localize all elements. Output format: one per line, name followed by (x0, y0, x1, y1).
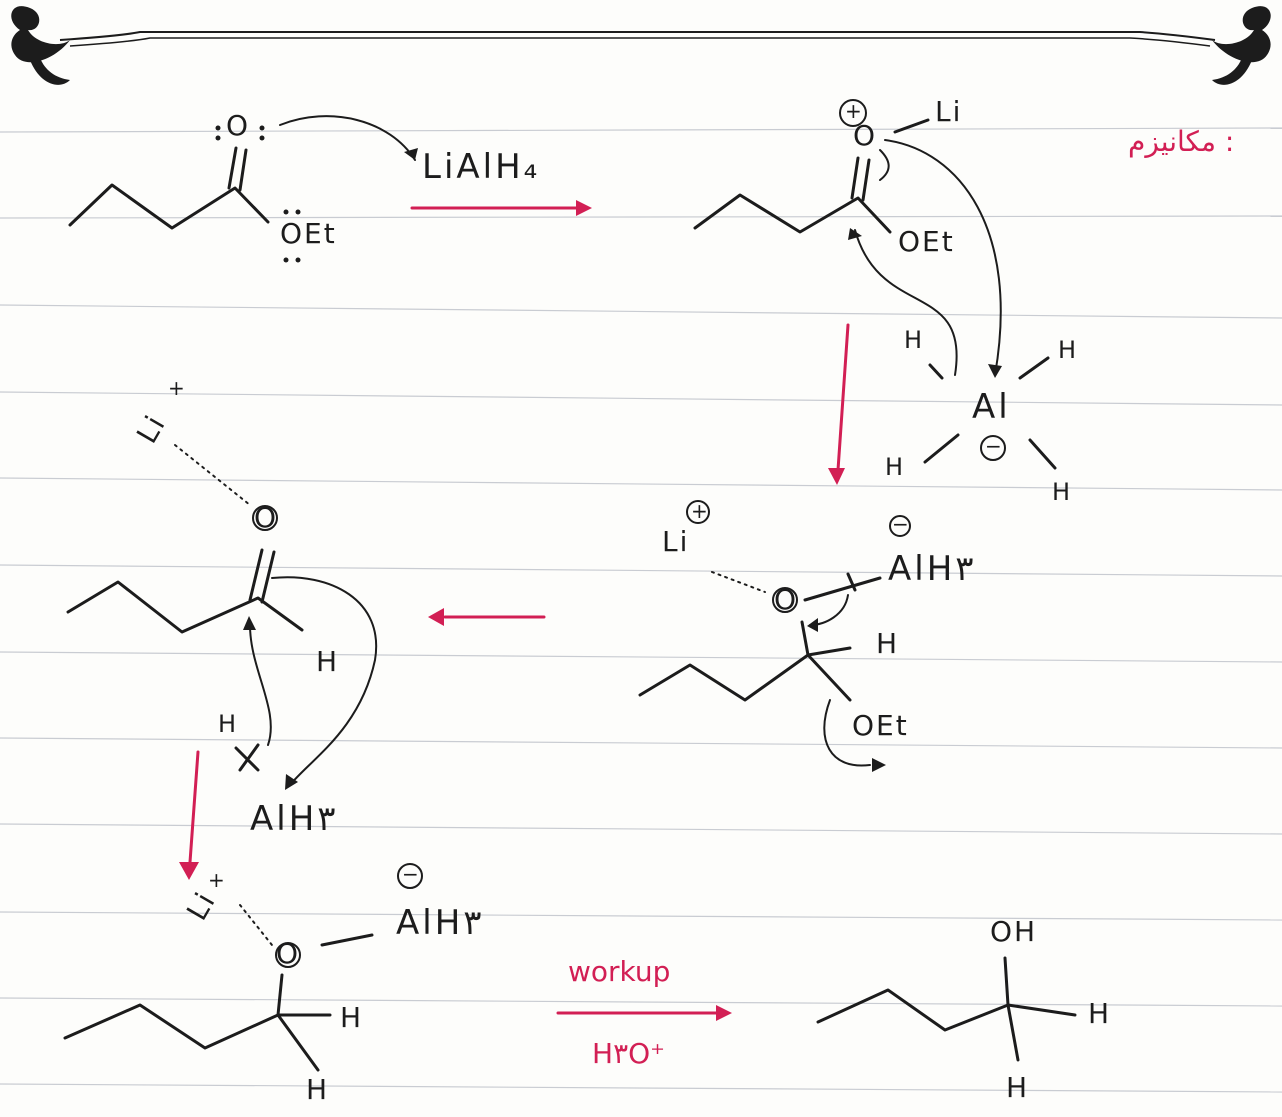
workup-reagent-label: H٣O⁺ (592, 1037, 665, 1070)
lithium-plus-charge-5: + (208, 868, 225, 892)
aldehyde-oxygen-label: O (254, 501, 279, 534)
alh3-label-3: AlH٣ (888, 549, 974, 589)
alkoxide-oxygen-label-3: O (774, 583, 799, 616)
lithium-label-3: Li (662, 525, 690, 558)
step1-ester (68, 115, 418, 263)
alkoxide-h-bottom: H (306, 1073, 330, 1106)
product-h-right: H (1088, 997, 1112, 1030)
carbonyl-oxygen-label: O (226, 109, 251, 142)
tetrahedral-h-label: H (876, 627, 900, 660)
al-h-bottom-left: H (885, 453, 904, 481)
aluminum-label: Al (972, 387, 1011, 427)
page-title: مکانیزم : (1128, 125, 1235, 158)
lithium-label-2: Li (935, 95, 963, 128)
step4-aldehyde (66, 444, 378, 790)
alh3-minus-charge-3: − (892, 512, 909, 536)
alkoxide-oxygen-label-5: O (276, 937, 301, 970)
step5-alkoxide (63, 863, 423, 1072)
lithium-plus-charge-4: + (168, 376, 185, 400)
hydroxyl-label: OH (990, 915, 1038, 948)
hydride-h-label-4: H (218, 710, 237, 738)
step3-tetrahedral (638, 500, 911, 772)
al-h-bottom-right: H (1052, 478, 1071, 506)
al-h-top-right: H (1058, 336, 1077, 364)
ethoxy-label-2: OEt (898, 225, 955, 258)
hydride-h-label: H (904, 326, 923, 354)
alh3-label-4: AlH٣ (250, 799, 336, 839)
alh3-minus-charge-5: − (402, 862, 419, 886)
oxonium-oxygen-label: O (853, 119, 878, 152)
aluminate-minus-charge: − (985, 434, 1002, 458)
ethoxy-label: OEt (280, 217, 337, 250)
notebook-lines (0, 127, 1282, 1093)
right-scroll-ornament-icon (1212, 6, 1271, 63)
product-alcohol (816, 956, 1077, 1062)
alkoxide-h-right: H (340, 1001, 364, 1034)
left-scroll-ornament-icon (11, 6, 70, 63)
attack-arrow-1 (279, 115, 416, 161)
alh3-label-5: AlH٣ (396, 903, 482, 943)
workup-label: workup (568, 955, 671, 988)
reagent-label: LiAlH₄ (422, 147, 541, 187)
decorative-header-border (11, 6, 1271, 85)
product-h-bottom: H (1006, 1071, 1030, 1104)
oxonium-plus-charge: + (845, 99, 862, 123)
aldehyde-h-label: H (316, 645, 340, 678)
step2-activation (693, 99, 1057, 470)
leaving-ethoxy-label: OEt (852, 709, 909, 742)
lithium-plus-charge-3: + (691, 499, 708, 523)
